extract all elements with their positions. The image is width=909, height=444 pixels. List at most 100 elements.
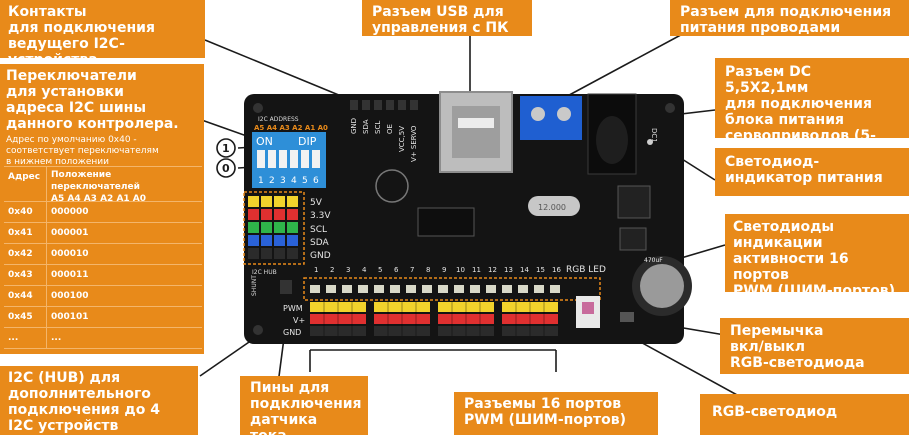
pwm-chip [417,207,475,237]
callout-power-led: Светодиод- индикатор питания [715,148,909,196]
shunt-label: SHUNT [251,275,258,296]
address-table: Адрес Положение переключателей A5 A4 A3 … [4,166,202,369]
svg-text:12: 12 [488,266,497,274]
i2c-hub-label: I2C HUB [252,269,277,276]
svg-text:5V: 5V [310,198,323,208]
svg-text:SDA: SDA [362,119,370,134]
svg-text:9: 9 [442,266,446,274]
svg-text:GND: GND [283,328,301,337]
left-header-yellow [248,196,298,207]
svg-text:GND: GND [350,118,358,134]
cap-label: 470uF [644,257,663,264]
pwm-header-group-1 [310,302,366,336]
badge-zero [216,158,236,178]
svg-text:10: 10 [456,266,465,274]
header-switch: Положение переключателей A5 A4 A3 A2 A1 … [46,167,202,204]
svg-text:13: 13 [504,266,513,274]
svg-text:7: 7 [410,266,414,274]
svg-text:14: 14 [520,266,529,274]
svg-text:1: 1 [258,176,264,186]
svg-text:4: 4 [291,176,297,186]
current-sense-pins [280,280,292,294]
table-row: 0x42 000010 [4,243,202,264]
callout-rgb-led: RGB-светодиод [700,394,909,435]
svg-text:2: 2 [330,266,334,274]
callout-usb: Разъем USB для управления с ПК [362,0,532,36]
left-header-green [248,222,298,233]
svg-text:5: 5 [378,266,382,274]
svg-text:V+: V+ [293,316,305,325]
callout-i2c-hub: I2C (HUB) для дополнительного подключени… [0,366,198,435]
svg-text:SCL: SCL [310,225,327,235]
svg-text:16: 16 [552,266,561,274]
crystal [528,196,580,216]
svg-text:V+ SERVO: V+ SERVO [410,125,418,162]
pwm-header-group-2 [374,302,430,336]
svg-text:PWM: PWM [283,304,303,313]
table-row: 0x43 000011 [4,264,202,285]
svg-text:3.3V: 3.3V [310,211,331,221]
top-header-pins [350,100,418,110]
board-diagram: I2C ADDRESS A5 A4 A3 A2 A1 A0 ON DIP 1 2… [195,29,771,414]
table-row: ... ... [4,327,202,348]
svg-text:OE: OE [386,124,394,134]
regulator-2 [619,227,647,251]
svg-text:4: 4 [362,266,367,274]
pwm-activity-leds [310,285,560,293]
header-pin-grid [323,302,545,336]
table-row: 0x41 000001 [4,222,202,243]
dip-levers [257,150,320,168]
dc1-label: DC1 [650,128,658,143]
left-header-black [248,248,298,259]
left-header-blue [248,235,298,246]
brain-logo [375,169,409,203]
port-numbers: 1 2 3 4 5 6 7 8 9 10 11 12 13 14 15 16 [314,266,561,274]
svg-text:11: 11 [472,266,481,274]
svg-text:1: 1 [314,266,318,274]
svg-text:3: 3 [346,266,350,274]
svg-text:6: 6 [313,176,319,186]
svg-text:0: 0 [222,162,230,175]
table-row: 0x45 000101 [4,306,202,327]
svg-text:15: 15 [536,266,545,274]
callout-pwm-leds: Светодиоды индикации активности 16 порто… [725,214,909,299]
left-header-red [248,209,298,220]
terminal-block [520,96,582,140]
rgb-led-label: RGB LED [566,265,606,275]
pwm-row-labels: PWM V+ GND [283,304,305,337]
dip-numbers: 1 2 3 4 5 6 [258,176,319,186]
pwm-header-group-3 [438,302,494,336]
callout-dc-jack: Разъем DC 5,5Х2,1мм для подключения блок… [715,58,909,160]
rgb-jumper [620,312,634,322]
callout-power-wires: Разъем для подключения питания проводами [670,0,909,36]
addr-bits-label: A5 A4 A3 A2 A1 A0 [254,124,328,132]
callout-current-pins: Пины для подключения датчика тока [240,376,368,444]
svg-text:SCL: SCL [374,121,382,134]
svg-text:5: 5 [302,176,308,186]
svg-text:6: 6 [394,266,399,274]
dip-label: DIP [298,135,317,148]
svg-text:SDA: SDA [310,238,329,248]
crystal-label: 12.000 [538,203,566,212]
table-row: 0x40 000000 [4,201,202,222]
callout-i2c-contacts: Контакты для подключения ведущего I2C-ус… [0,0,205,68]
callout-rgb-jumper: Перемычка вкл/выкл RGB-светодиода [720,318,909,374]
callout-pwm-ports: Разъемы 16 портов PWM (ШИМ-портов) [454,392,658,435]
svg-text:3: 3 [280,176,286,186]
header-addr: Адрес [8,172,41,182]
svg-text:VCC,5V: VCC,5V [398,126,406,152]
svg-text:GND: GND [310,251,331,261]
callout-switches: Переключатели для установки адреса I2C ш… [0,64,204,354]
svg-text:8: 8 [426,266,430,274]
svg-text:2: 2 [269,176,275,186]
left-pin-labels: 5V 3.3V SCL SDA GND [310,198,331,261]
top-pin-labels: GND SDA SCL OE VCC,5V V+ SERVO [350,118,418,162]
regulator [617,185,651,219]
table-header: Адрес Положение переключателей A5 A4 A3 … [4,166,202,204]
badge-one [216,138,236,158]
pwm-header-group-4 [502,302,558,336]
table-row: 0x44 000100 [4,285,202,306]
dip-on-label: ON [256,135,273,148]
svg-text:1: 1 [222,142,230,155]
table-footer: До 62 вариантов адресов [4,348,202,369]
